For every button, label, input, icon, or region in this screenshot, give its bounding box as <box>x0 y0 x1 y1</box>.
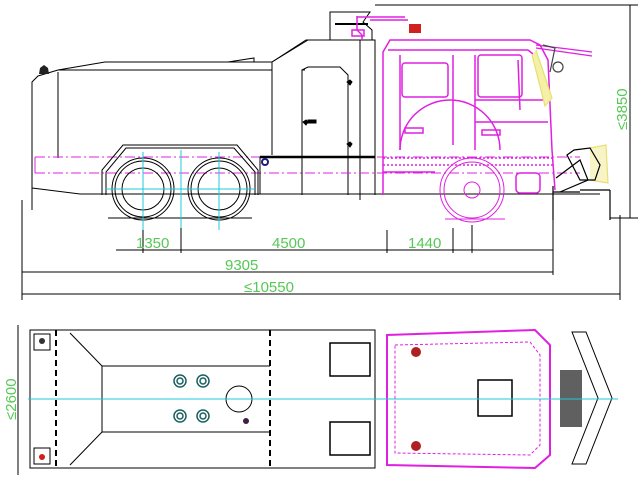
cab-light-icon-2 <box>411 441 421 451</box>
seats <box>329 342 371 456</box>
dim-rear-axle-spacing: 1350 <box>136 235 169 252</box>
rear-beacon-icon <box>39 65 49 74</box>
cab-box <box>477 379 513 417</box>
rear-fitting-icon <box>39 338 45 344</box>
plow-top <box>571 331 613 465</box>
fitting-icon <box>261 158 269 166</box>
rear-fender <box>101 144 259 195</box>
rear-light-icon <box>39 454 45 460</box>
chassis <box>31 155 600 210</box>
hose-reels <box>173 374 210 423</box>
cab-light-icon-1 <box>411 347 421 357</box>
cab-top <box>386 328 551 470</box>
side-view: 1350 4500 1440 9305 ≤10550 ≤3850 <box>21 4 638 300</box>
dim-frame-length: 9305 <box>225 257 258 274</box>
water-cannon <box>351 16 408 40</box>
cab-beacon-icon <box>409 24 421 33</box>
valve-icon <box>243 418 249 424</box>
dim-wheelbase: 4500 <box>272 235 305 252</box>
top-view: ≤2600 <box>3 325 618 475</box>
centerlines-side <box>105 150 255 230</box>
dim-front-overhang: 1440 <box>408 235 441 252</box>
dim-overall-width: ≤2600 <box>3 378 20 420</box>
mirror-arm <box>531 44 593 108</box>
dim-overall-length: ≤10550 <box>244 279 294 296</box>
equipment-compartment <box>271 11 376 200</box>
dimension-lines-side <box>21 4 638 300</box>
cab <box>382 39 556 195</box>
front-wheel <box>439 157 505 223</box>
dim-overall-height: ≤3850 <box>614 88 631 130</box>
snow-plow <box>552 144 611 220</box>
